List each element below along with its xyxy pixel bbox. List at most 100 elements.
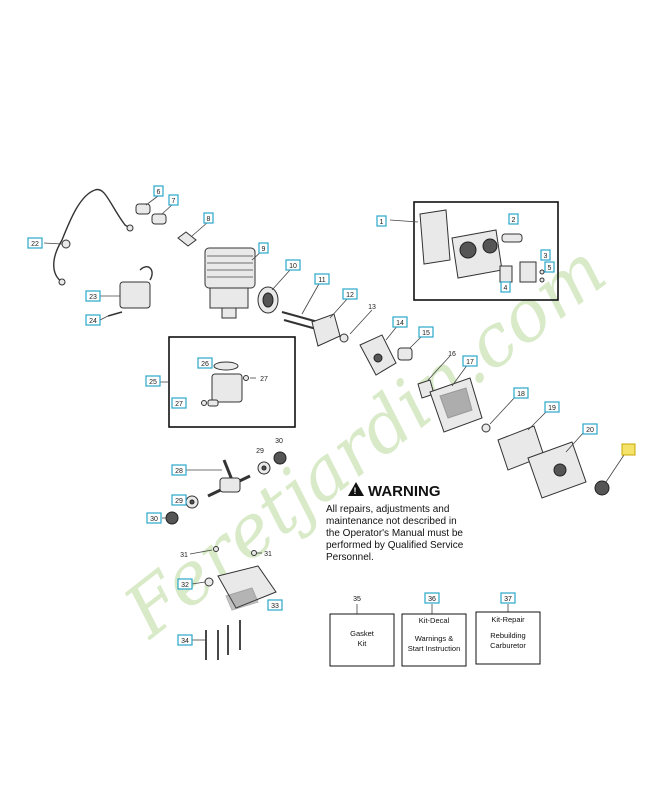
callout-23[interactable]: 23 (85, 290, 101, 302)
callout-1[interactable]: 1 (376, 215, 387, 227)
callout-31-left[interactable]: 31 (180, 552, 188, 559)
part-20-housing (527, 431, 587, 499)
svg-text:30: 30 (275, 438, 283, 445)
callout-15[interactable]: 15 (418, 326, 434, 338)
svg-text:25: 25 (149, 379, 157, 386)
svg-text:3: 3 (544, 253, 548, 260)
callout-32[interactable]: 32 (177, 578, 193, 590)
kit-35: 35 Gasket Kit (329, 596, 395, 667)
callout-labels: 22 6 7 8 9 10 11 12 13 14 15 16 17 18 19… (27, 185, 636, 646)
part-30-seal-right (273, 451, 287, 465)
kit-36-line-1: Kit-Decal (419, 616, 450, 625)
part-24-screws (99, 311, 123, 321)
callout-27-left[interactable]: 27 (171, 397, 187, 409)
kit-37-line-2: Rebuilding (490, 631, 525, 640)
warning-block: ! WARNING All repairs, adjustments and m… (326, 482, 464, 563)
callout-21[interactable] (621, 443, 636, 456)
callout-11[interactable]: 11 (314, 273, 330, 285)
part-6-boot (135, 195, 159, 215)
svg-text:1: 1 (380, 219, 384, 226)
svg-text:23: 23 (89, 294, 97, 301)
part-21-knob (594, 451, 627, 496)
svg-text:22: 22 (31, 241, 39, 248)
callout-3[interactable]: 3 (540, 249, 551, 261)
svg-text:2: 2 (512, 217, 516, 224)
kit-35-number: 35 (353, 596, 361, 603)
callout-9[interactable]: 9 (258, 242, 269, 254)
part-29-bearing-left (185, 495, 199, 509)
callout-2[interactable]: 2 (508, 213, 519, 225)
svg-text:12: 12 (346, 292, 354, 299)
cylinder-assembly (204, 247, 264, 319)
callout-7[interactable]: 7 (168, 194, 179, 206)
callout-30-right[interactable]: 30 (275, 438, 283, 445)
part-7-sleeve (151, 203, 174, 225)
wire-harness (43, 188, 134, 286)
svg-text:30: 30 (150, 516, 158, 523)
svg-text:27: 27 (260, 376, 268, 383)
callout-18[interactable]: 18 (513, 387, 529, 399)
warning-title: WARNING (368, 483, 441, 500)
svg-text:32: 32 (181, 582, 189, 589)
watermark-text: Feretjardin.com (107, 227, 621, 654)
svg-text:16: 16 (448, 351, 456, 358)
svg-text:18: 18 (517, 391, 525, 398)
kit-37-line-1: Kit-Repair (491, 615, 525, 624)
warning-line-1: All repairs, adjustments and (326, 504, 449, 515)
svg-text:!: ! (354, 486, 357, 496)
callout-34[interactable]: 34 (177, 634, 193, 646)
callout-22[interactable]: 22 (27, 237, 43, 249)
kit-36-line-3: Start Instruction (408, 644, 461, 653)
callout-10[interactable]: 10 (285, 259, 301, 271)
svg-text:14: 14 (396, 320, 404, 327)
svg-text:9: 9 (262, 246, 266, 253)
svg-text:33: 33 (271, 603, 279, 610)
svg-text:10: 10 (289, 263, 297, 270)
part-18-nut (481, 395, 517, 433)
callout-29-right[interactable]: 29 (256, 448, 264, 455)
watermark: Feretjardin.com (107, 227, 621, 654)
callout-29-left[interactable]: 29 (171, 494, 187, 506)
part-10-flange (257, 269, 291, 314)
kit-36: 36 Kit-Decal Warnings & Start Instructio… (401, 592, 467, 667)
callout-13[interactable]: 13 (368, 304, 376, 311)
warning-line-3: the Operator's Manual must be (326, 528, 463, 539)
callout-26[interactable]: 26 (197, 357, 213, 369)
callout-20[interactable]: 20 (582, 423, 598, 435)
callout-17[interactable]: 17 (462, 355, 478, 367)
kit-35-line-2: Kit (358, 639, 368, 648)
warning-line-2: maintenance not described in (326, 516, 457, 527)
callout-4[interactable]: 4 (500, 281, 511, 293)
part-29-bearing-right (257, 461, 271, 475)
part-30-seal-left (162, 511, 179, 525)
callout-27-right[interactable]: 27 (260, 376, 268, 383)
callout-19[interactable]: 19 (544, 401, 560, 413)
callout-28[interactable]: 28 (171, 464, 187, 476)
svg-text:28: 28 (175, 468, 183, 475)
callout-12[interactable]: 12 (342, 288, 358, 300)
callout-30-left[interactable]: 30 (146, 512, 162, 524)
svg-text:11: 11 (318, 277, 325, 284)
callout-8[interactable]: 8 (203, 212, 214, 224)
callout-6[interactable]: 6 (153, 185, 164, 197)
callout-16[interactable]: 16 (448, 351, 456, 358)
callout-33[interactable]: 33 (267, 599, 283, 611)
callout-24[interactable]: 24 (85, 314, 101, 326)
crankcase-assembly (189, 546, 277, 660)
svg-text:31: 31 (264, 551, 272, 558)
callout-25[interactable]: 25 (145, 375, 161, 387)
callout-5[interactable]: 5 (544, 261, 555, 273)
crankshaft-assembly (186, 459, 251, 498)
svg-text:6: 6 (157, 189, 161, 196)
svg-text:29: 29 (175, 498, 183, 505)
svg-text:15: 15 (422, 330, 430, 337)
callout-14[interactable]: 14 (392, 316, 408, 328)
svg-text:20: 20 (586, 427, 594, 434)
svg-text:24: 24 (89, 318, 97, 325)
svg-text:34: 34 (181, 638, 189, 645)
kit-36-line-2: Warnings & (415, 634, 454, 643)
callout-31-right[interactable]: 31 (264, 551, 272, 558)
kit-37-number: 37 (504, 596, 512, 603)
svg-text:13: 13 (368, 304, 376, 311)
